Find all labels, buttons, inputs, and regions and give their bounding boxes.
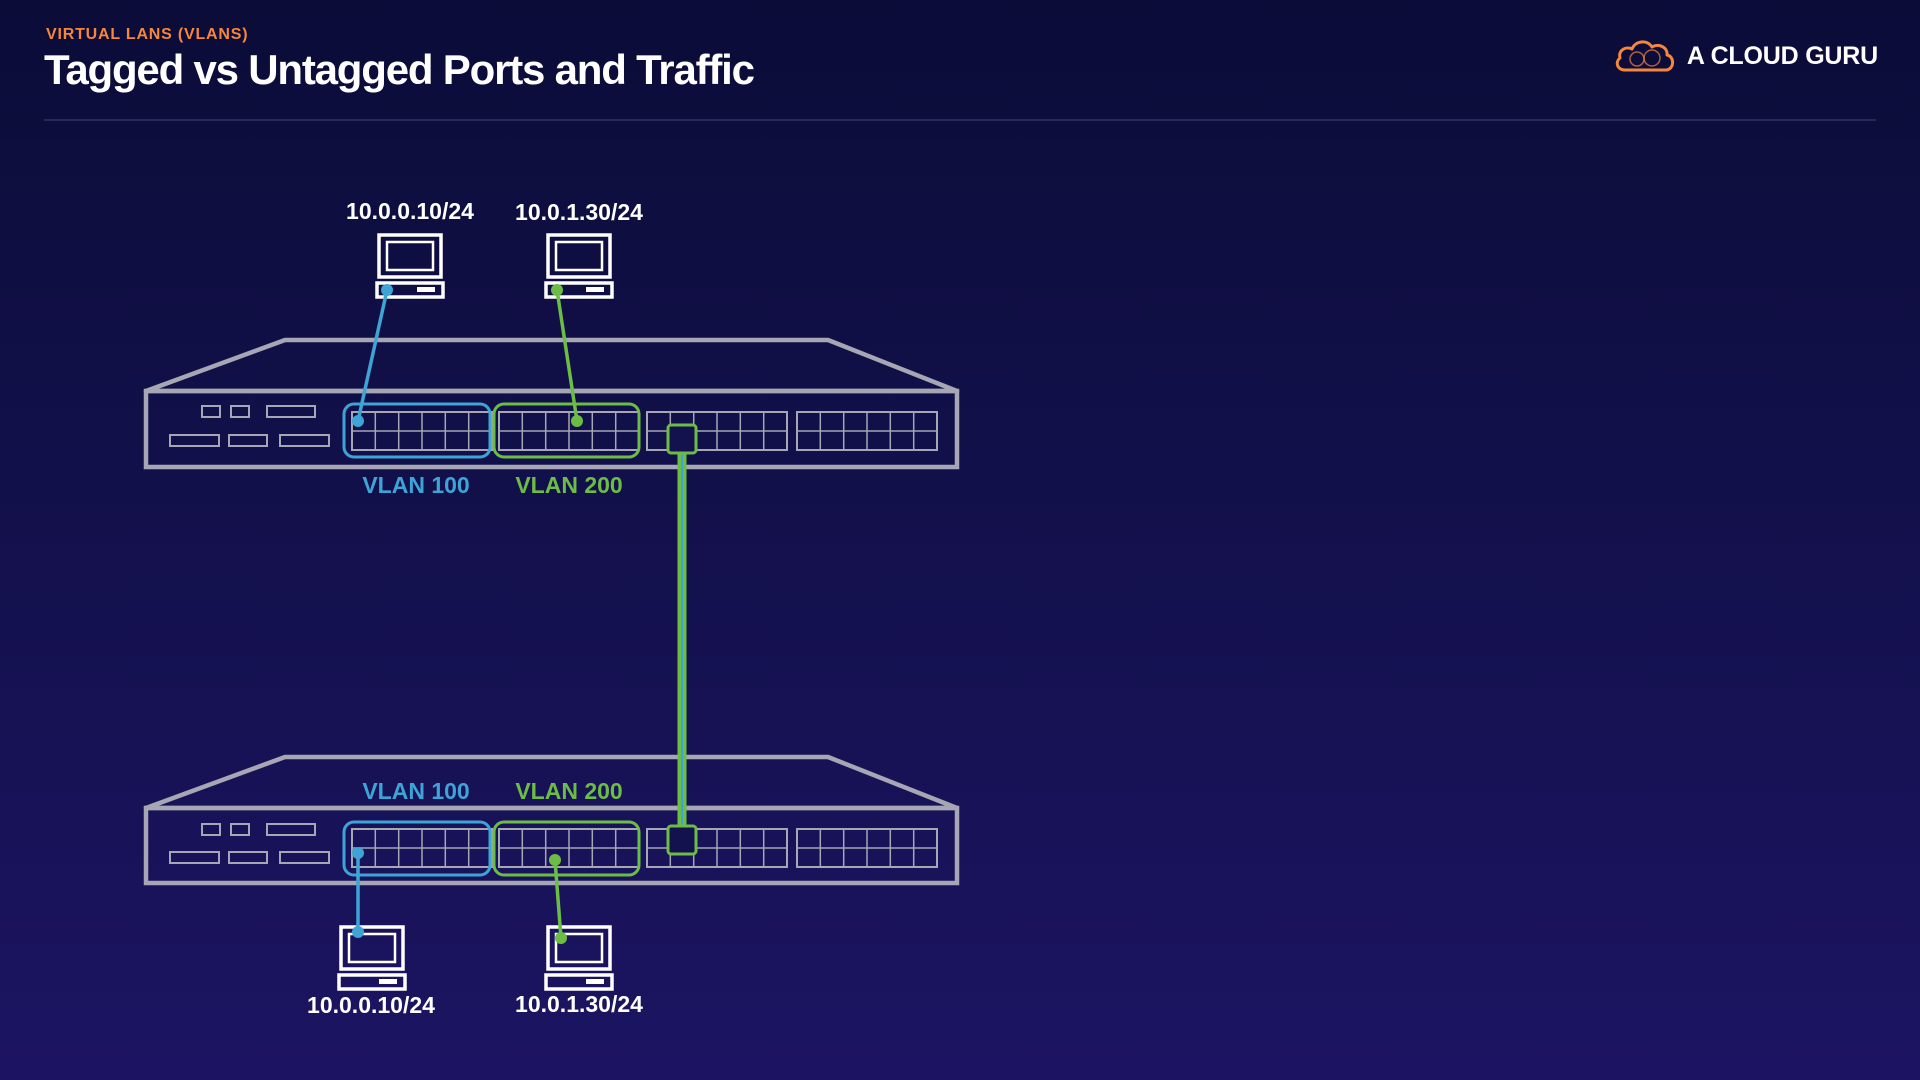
top-host-vlan100: 10.0.0.10/24 xyxy=(346,198,474,299)
trunk-link xyxy=(666,423,698,856)
port-block-2 xyxy=(498,411,640,451)
vlan200-label: VLAN 200 xyxy=(515,778,622,804)
switch-status-leds xyxy=(169,405,330,447)
vlan100-port-group xyxy=(342,820,492,877)
port-block-1 xyxy=(351,828,493,868)
slide-title: Tagged vs Untagged Ports and Traffic xyxy=(44,46,755,93)
link-endpoint xyxy=(549,854,561,866)
link-endpoint xyxy=(352,415,364,427)
section-eyebrow: VIRTUAL LANS (VLANS) xyxy=(46,26,249,43)
host-ip-label: 10.0.1.30/24 xyxy=(515,991,643,1017)
bottom-host-vlan100: 10.0.0.10/24 xyxy=(307,925,435,1018)
link-endpoint xyxy=(381,284,393,296)
access-link-vlan200-bottom xyxy=(553,859,563,939)
top-switch: VLAN 100 VLAN 200 xyxy=(143,337,960,498)
bottom-host-vlan200: 10.0.1.30/24 xyxy=(515,925,643,1017)
access-link-vlan100-top xyxy=(356,289,389,422)
access-link-vlan200-top xyxy=(555,289,579,422)
top-host-vlan200: 10.0.1.30/24 xyxy=(515,199,643,299)
port-block-4 xyxy=(796,828,938,868)
vlan100-label: VLAN 100 xyxy=(362,778,469,804)
port-block-1 xyxy=(351,411,493,451)
port-block-4 xyxy=(796,411,938,451)
header-divider xyxy=(44,119,1876,121)
trunk-port-top xyxy=(666,423,698,455)
trunk-port-bottom xyxy=(666,824,698,856)
link-endpoint xyxy=(352,847,364,859)
link-endpoint xyxy=(551,284,563,296)
port-block-2 xyxy=(498,828,640,868)
switch-status-leds xyxy=(169,823,330,864)
brand-name: A CLOUD GURU xyxy=(1686,41,1878,70)
link-endpoint xyxy=(571,415,583,427)
vlan100-label: VLAN 100 xyxy=(362,472,469,498)
vlan200-port-group xyxy=(492,820,641,877)
vlan200-label: VLAN 200 xyxy=(515,472,622,498)
bottom-switch: VLAN 100 VLAN 200 xyxy=(143,754,960,886)
host-ip-label: 10.0.0.10/24 xyxy=(346,198,474,224)
vlan100-port-group xyxy=(342,402,492,459)
vlan200-port-group xyxy=(492,402,641,459)
laptop-icon xyxy=(337,925,407,991)
host-ip-label: 10.0.0.10/24 xyxy=(307,992,435,1018)
link-endpoint xyxy=(555,932,567,944)
link-endpoint xyxy=(352,926,364,938)
brand-logo: A CLOUD GURU xyxy=(1613,36,1878,76)
cloud-logo-icon xyxy=(1615,40,1675,72)
host-ip-label: 10.0.1.30/24 xyxy=(515,199,643,225)
